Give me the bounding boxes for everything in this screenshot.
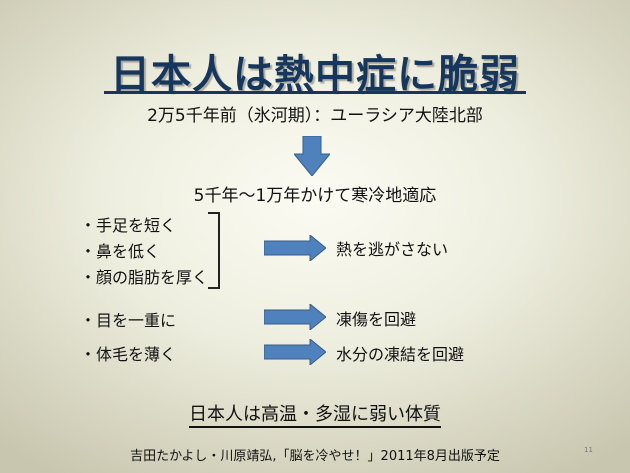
subtitle: 2万5千年前（氷河期）：ユーラシア大陸北部 xyxy=(147,106,483,126)
right-arrow-icon xyxy=(264,339,326,365)
page-number: 11 xyxy=(584,446,593,454)
down-arrow-icon xyxy=(294,136,330,176)
conclusion-text: 日本人は高温・多湿に弱い体質 xyxy=(189,404,441,428)
adaptation-line: 5千年〜1万年かけて寒冷地適応 xyxy=(193,186,437,206)
bullet-item: ・目を一重に xyxy=(80,311,177,330)
conclusion: 日本人は高温・多湿に弱い体質 xyxy=(0,400,630,428)
title-underline xyxy=(104,91,526,94)
bullet-item: ・顔の脂肪を厚く xyxy=(80,268,209,287)
right-bracket xyxy=(208,212,220,289)
result-text: 水分の凍結を回避 xyxy=(336,345,465,364)
slide-title: 日本人は熱中症に脆弱 xyxy=(110,52,520,98)
citation: 吉田たかよし・川原靖弘,「脳を冷やせ！」2011年8月出版予定 xyxy=(130,449,500,464)
result-text: 熱を逃がさない xyxy=(336,240,449,259)
right-arrow-icon xyxy=(264,304,326,330)
bullet-item: ・鼻を低く xyxy=(80,242,161,261)
right-arrow-icon xyxy=(264,235,326,261)
result-text: 凍傷を回避 xyxy=(336,310,417,329)
bullet-item: ・手足を短く xyxy=(80,216,177,235)
bullet-item: ・体毛を薄く xyxy=(80,345,177,364)
